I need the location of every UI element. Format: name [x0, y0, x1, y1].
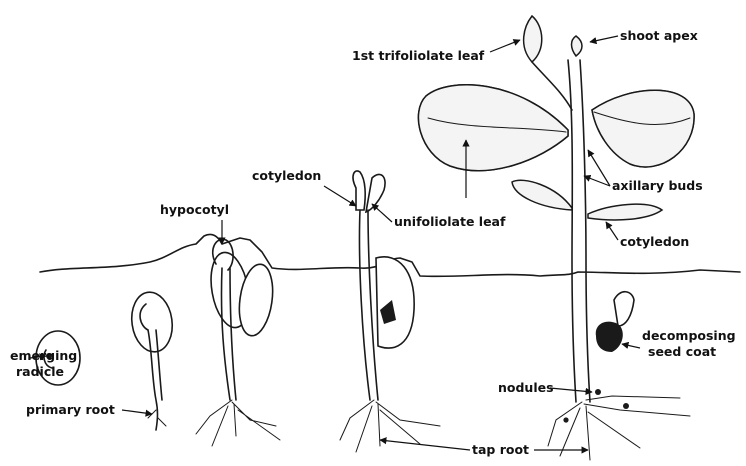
label-radicle: radicle	[16, 364, 64, 379]
label-seed-coat: seed coat	[648, 344, 716, 359]
label-unifoliolate-leaf: unifoliolate leaf	[394, 214, 506, 229]
label-decomposing: decomposing	[642, 328, 736, 343]
label-primary-root: primary root	[26, 402, 115, 417]
stage-2-seedling	[128, 290, 176, 430]
label-hypocotyl: hypocotyl	[160, 202, 229, 217]
label-emerging: emerging	[10, 348, 77, 363]
label-cotyledon-stage4: cotyledon	[252, 168, 321, 183]
label-nodules: nodules	[498, 380, 554, 395]
label-axillary-buds: axillary buds	[612, 178, 703, 193]
label-shoot-apex: shoot apex	[620, 28, 698, 43]
label-first-trifoliolate-leaf: 1st trifoliolate leaf	[352, 48, 485, 63]
stage-3-seedling	[196, 239, 280, 446]
label-tap-root: tap root	[472, 442, 529, 457]
label-cotyledon-right: cotyledon	[620, 234, 689, 249]
